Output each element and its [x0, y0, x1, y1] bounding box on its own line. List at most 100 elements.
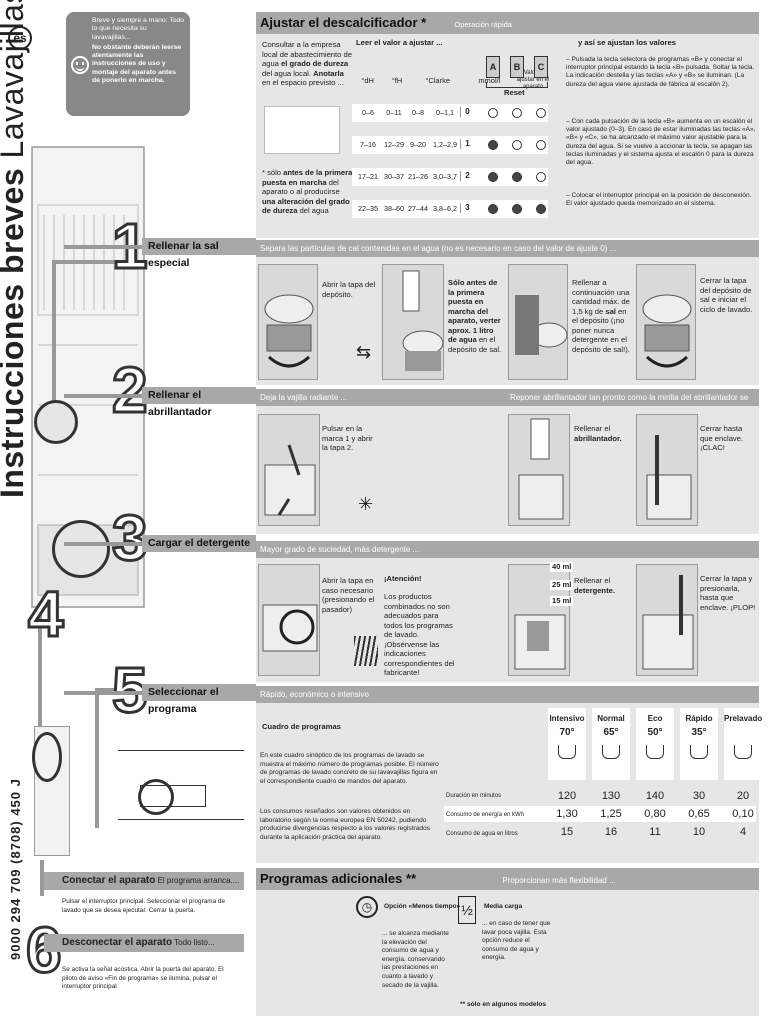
program-dur: 140	[645, 790, 665, 802]
smiley-icon	[71, 56, 89, 74]
option-less-time-text: ... se alcanza mediante la elevación del…	[382, 930, 449, 989]
indicator-dot-b	[512, 108, 522, 118]
ml-40: 40 ml	[550, 562, 574, 572]
program-text-2: Los consumos reseñados son valores obten…	[260, 808, 431, 841]
descal-note: * sólo antes de la primera puesta en mar…	[262, 168, 353, 215]
hardness-cell: 17–21	[358, 172, 378, 181]
indicator-dot-a	[488, 140, 498, 150]
col-fh: °fH	[391, 76, 403, 85]
indicator-dot-b	[512, 172, 522, 182]
program-dur: 120	[557, 790, 577, 802]
program-water: 11	[649, 826, 661, 838]
swap-icon: ⇆	[356, 342, 372, 362]
reset-label: Reset	[504, 88, 525, 97]
dish-icon	[602, 745, 620, 759]
program-energy: 0,65	[688, 808, 710, 820]
program-temp: 50°	[647, 727, 663, 738]
extra-panel	[256, 890, 759, 1016]
program-energy: 0,10	[732, 808, 754, 820]
step2-cap3: Cerrar hasta que enclave. ¡CLAC!	[700, 424, 744, 452]
disconnect-text: Se activa la señal acústica. Abrir la pu…	[62, 966, 224, 991]
program-water: 4	[739, 826, 747, 838]
hardness-cell: 38–60	[384, 204, 404, 213]
hardness-cell: 1,2–2,9	[433, 140, 457, 149]
step1-header: Separa las partículas de cal contenidas …	[256, 240, 759, 257]
detergent-circle	[52, 520, 110, 578]
ml-25: 25 ml	[550, 580, 574, 590]
detergent-img-3	[636, 564, 698, 676]
indicator-dot-b	[512, 140, 522, 150]
hardness-cell: 0–6	[362, 108, 374, 117]
rinse-img-2	[508, 414, 570, 526]
step3-cap2: Rellenar el detergente.	[574, 576, 615, 595]
language-badge: es	[8, 26, 32, 50]
reset-bracket	[486, 82, 548, 88]
dish-icon	[646, 745, 664, 759]
hardness-cell: 0–8	[412, 108, 424, 117]
program-temp: 65°	[603, 727, 619, 738]
attention-title: ¡Atención!	[384, 574, 422, 583]
footnote: ** sólo en algunos modelos	[460, 1001, 547, 1008]
salt-img-2	[382, 264, 444, 380]
hardness-note-field[interactable]	[264, 106, 340, 154]
hardness-cell: 9–20	[410, 140, 426, 149]
program-temp	[724, 727, 762, 739]
ml-15: 15 ml	[550, 596, 574, 606]
hardness-row	[352, 200, 548, 218]
program-energy: 1,30	[556, 808, 578, 820]
hardness-cell: 27–44	[408, 204, 428, 213]
half-load-title: Media carga	[484, 903, 523, 910]
side-title: Instrucciones breves Lavavajillas	[0, 0, 30, 498]
program-water: 15	[560, 826, 574, 838]
button-a[interactable]: A	[486, 56, 500, 78]
row-label-duration: Duración en minutos	[446, 793, 502, 799]
step1-cap3: Rellenar a continuación una cantidad máx…	[572, 278, 630, 354]
step2-header: Deja la vajilla radiante ... Reponer abr…	[256, 389, 759, 419]
click-burst-icon: ✳	[358, 494, 374, 514]
tip-box: Breve y siempre a mano: Todo lo que nece…	[66, 12, 190, 116]
hardness-cell: 22–35	[358, 204, 378, 213]
hardness-row	[352, 168, 548, 186]
program-energy: 0,80	[644, 808, 666, 820]
hardness-cell: 7–16	[360, 140, 376, 149]
program-dur: 130	[601, 790, 621, 802]
step-number-4: 4	[27, 578, 66, 650]
col-mmol: mmol/l	[478, 76, 501, 85]
program-temp: 70°	[559, 727, 575, 738]
main-switch-circle	[32, 732, 62, 782]
connect-header: Conectar el aparato El programa arranca.…	[44, 872, 244, 890]
hardness-cell: 21–26	[408, 172, 428, 181]
set-values-step-1: – Pulsada la tecla selectora de programa…	[566, 56, 755, 88]
step2-cap1: Pulsar en la marca 1 y abrir la tapa 2.	[322, 424, 373, 452]
indicator-dot-c	[536, 204, 546, 214]
dish-icon	[558, 745, 576, 759]
hardness-cell: 30–37	[384, 172, 404, 181]
hardness-row	[352, 136, 548, 154]
tip-text-2: No obstante deberán leerse atentamente l…	[92, 43, 182, 85]
dish-icon	[734, 745, 752, 759]
salt-img-1	[258, 264, 318, 380]
set-values-step-3: – Colocar el interruptor principal en la…	[566, 192, 752, 208]
rinse-img-1	[258, 414, 320, 526]
indicator-dot-b	[512, 204, 522, 214]
program-text-1: En este cuadro sinóptico de los programa…	[260, 752, 439, 785]
step1-cap2: Sólo antes de la primera puesta en march…	[448, 278, 502, 354]
attention-text: Los productos combinados no son adecuado…	[384, 592, 455, 677]
button-b[interactable]: B	[510, 56, 524, 78]
connect-text: Pulsar el interruptor principal. Selecci…	[62, 898, 226, 914]
step5-title: Seleccionar el programa	[64, 684, 256, 715]
button-c[interactable]: C	[534, 56, 548, 78]
detergent-img-1	[258, 564, 320, 676]
half-load-text: ... en caso de tener que lavar poca vaji…	[482, 920, 551, 962]
indicator-dot-c	[536, 140, 546, 150]
warning-lines-icon	[354, 636, 378, 666]
program-column-5[interactable]: Prelavado	[724, 708, 762, 780]
control-panel-illustration	[118, 750, 244, 820]
detergent-img-2	[508, 564, 570, 676]
hardness-cell: 0–1,1	[436, 108, 454, 117]
descal-intro: Consultar a la empresa local de abasteci…	[262, 40, 352, 87]
